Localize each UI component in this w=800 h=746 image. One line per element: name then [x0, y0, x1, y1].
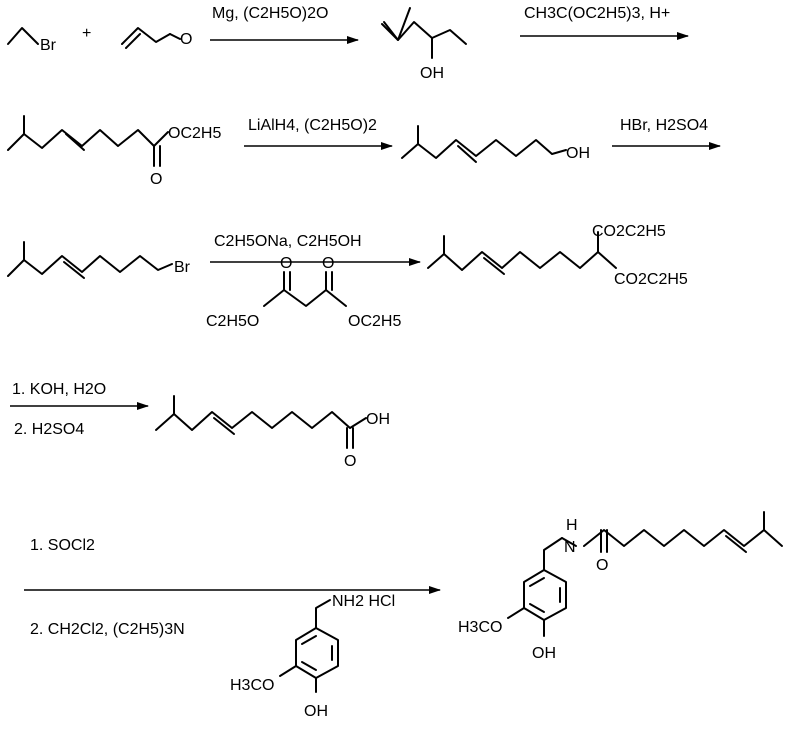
methoxy-label: H3CO — [230, 677, 274, 694]
phenol-hydroxyl: OH — [304, 703, 328, 720]
vanillylamine-hydrochloride: NH2 HCl H3CO OH — [230, 593, 395, 720]
bromine-label: Br — [174, 259, 191, 276]
arrow-step-2: CH3C(OC2H5)3, H+ — [520, 5, 689, 40]
amine-hcl-label: NH2 HCl — [332, 593, 395, 610]
allylic-alcohol: OH — [381, 7, 467, 82]
arrow-step-7: 1. SOCl2 2. CH2Cl2, (C2H5)3N NH2 HCl H3C… — [24, 537, 441, 720]
aldehyde-oxygen: O — [180, 31, 192, 48]
bromine-label: Br — [40, 37, 57, 54]
carbonyl-oxygen: O — [150, 171, 162, 188]
arrow-step-6: 1. KOH, H2O 2. H2SO4 — [10, 381, 149, 438]
acid-hydroxyl: OH — [366, 411, 390, 428]
product-phenol-hydroxyl: OH — [532, 645, 556, 662]
reagent-step-1: Mg, (C2H5O)2O — [212, 5, 328, 22]
reagent-step-4: HBr, H2SO4 — [620, 117, 708, 134]
acrolein: O — [121, 27, 192, 49]
amide-hydrogen: H — [566, 517, 578, 534]
product-methoxy: H3CO — [458, 619, 502, 636]
ethyl-ester: OC2H5 O — [7, 115, 221, 188]
arrow-step-5: C2H5ONa, C2H5OH O O C2H5O OC2H5 — [206, 233, 421, 330]
reagent-step-5: C2H5ONa, C2H5OH — [214, 233, 362, 250]
ester-group-2: CO2C2H5 — [614, 271, 688, 288]
capsaicin-product: H N O H3CO OH — [458, 511, 783, 662]
plus-sign: + — [82, 25, 91, 42]
malonate-oxygen-2: O — [322, 255, 334, 272]
acid-carbonyl-oxygen: O — [344, 453, 356, 470]
amide-oxygen: O — [596, 557, 608, 574]
reagent-step-7b: 2. CH2Cl2, (C2H5)3N — [30, 621, 185, 638]
alkylated-malonate: CO2C2H5 CO2C2H5 — [427, 223, 688, 288]
arrow-step-1: Mg, (C2H5O)2O — [210, 5, 359, 44]
heptenol: OH — [401, 125, 590, 163]
arrow-step-3: LiAlH4, (C2H5O)2 — [244, 117, 393, 150]
alkenyl-bromide: Br — [7, 241, 191, 279]
malonate-ethoxy-left: C2H5O — [206, 313, 259, 330]
malonate-oxygen-1: O — [280, 255, 292, 272]
isopropyl-bromide: Br — [7, 27, 57, 54]
reagent-step-3: LiAlH4, (C2H5O)2 — [248, 117, 377, 134]
diethyl-malonate: O O C2H5O OC2H5 — [206, 255, 401, 330]
amide-nitrogen: N — [564, 539, 576, 556]
arrow-step-4: HBr, H2SO4 — [612, 117, 721, 150]
hydroxyl-label: OH — [566, 145, 590, 162]
reagent-step-6a: 1. KOH, H2O — [12, 381, 106, 398]
reagent-step-2: CH3C(OC2H5)3, H+ — [524, 5, 670, 22]
nonenoic-acid: OH O — [155, 395, 390, 470]
reagent-step-7a: 1. SOCl2 — [30, 537, 95, 554]
ester-oethyl-label: OC2H5 — [168, 125, 221, 142]
hydroxyl-label: OH — [420, 65, 444, 82]
ester-group-1: CO2C2H5 — [592, 223, 666, 240]
malonate-ethoxy-right: OC2H5 — [348, 313, 401, 330]
reagent-step-6b: 2. H2SO4 — [14, 421, 84, 438]
